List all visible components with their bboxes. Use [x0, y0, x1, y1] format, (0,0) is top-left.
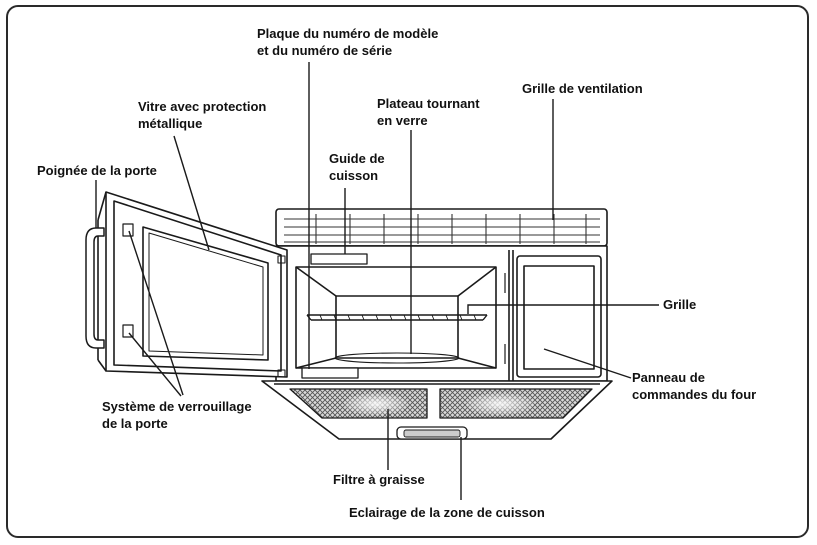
label-turntable-line2: en verre [377, 113, 428, 128]
leader-latch-1 [128, 230, 184, 396]
label-cooking-guide-line2: cuisson [329, 168, 379, 183]
leader-rack [467, 304, 659, 314]
label-grease-filter: Filtre à graisse [333, 472, 425, 487]
label-control-panel: Panneau de commandes du four [632, 369, 756, 403]
oven-cavity [295, 266, 497, 369]
rack [306, 314, 488, 321]
label-door-handle: Poignée de la porte [37, 163, 157, 178]
label-door-latch-line2: de la porte [102, 416, 168, 431]
label-control-panel-line2: commandes du four [632, 387, 757, 402]
control-panel [504, 255, 602, 378]
label-cooking-guide-line1: Guide de [329, 151, 385, 166]
label-window: Vitre avec protection métallique [138, 98, 266, 132]
leader-control-panel [543, 348, 632, 379]
door [97, 191, 288, 378]
label-model-plate-line2: et du numéro de série [257, 43, 393, 58]
cooktop-light [396, 426, 468, 440]
diagram-frame [6, 5, 809, 538]
door-handle [85, 227, 105, 349]
label-control-panel-line1: Panneau de [632, 370, 705, 385]
label-door-latch-line1: Système de verrouillage [102, 399, 252, 414]
vent-grille [275, 208, 608, 247]
model-plate [301, 367, 359, 379]
label-model-plate-line1: Plaque du numéro de modèle [257, 26, 439, 41]
grease-filter [289, 388, 593, 419]
label-window-line1: Vitre avec protection [138, 99, 267, 114]
label-turntable: Plateau tournant en verre [377, 95, 480, 129]
label-turntable-line1: Plateau tournant [377, 96, 480, 111]
label-cooktop-light: Eclairage de la zone de cuisson [349, 505, 545, 520]
label-cooking-guide: Guide de cuisson [329, 150, 385, 184]
cooking-guide-plate [310, 253, 368, 265]
leader-latch-2 [128, 332, 182, 397]
label-vent-grille: Grille de ventilation [522, 81, 643, 96]
leader-window [173, 135, 210, 251]
label-rack: Grille [663, 297, 697, 312]
label-model-plate: Plaque du numéro de modèle et du numéro … [257, 25, 438, 59]
label-window-line2: métallique [138, 116, 203, 131]
label-door-latch: Système de verrouillage de la porte [102, 398, 252, 432]
